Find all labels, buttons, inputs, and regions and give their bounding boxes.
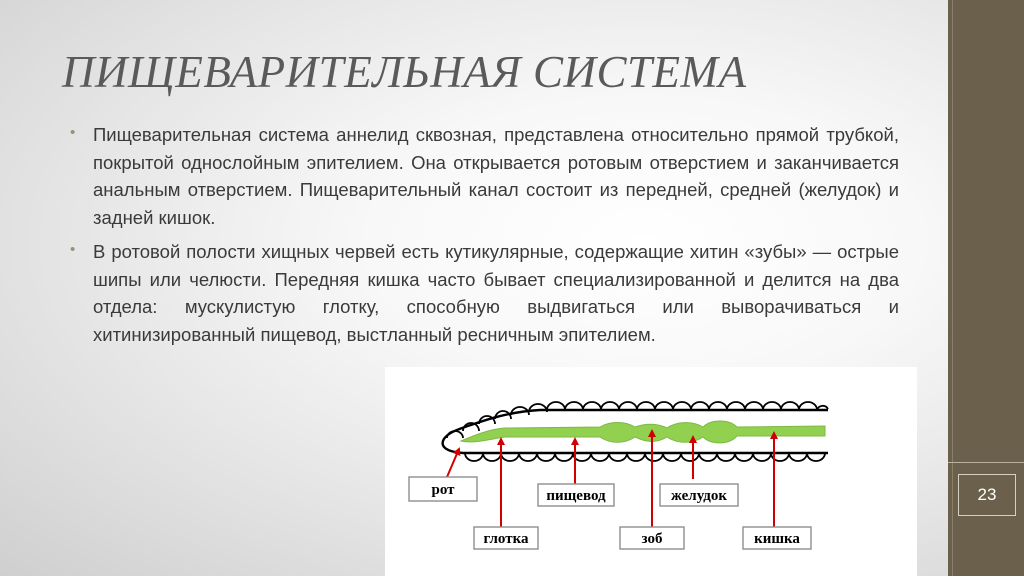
bullet-dot-icon: • [70,124,76,141]
page-number: 23 [958,474,1016,516]
worm-body [441,401,829,462]
label-boxes [408,476,812,550]
sidebar-separator [948,462,1024,463]
worm-digestive-diagram: рот пищевод желудок глотка зоб кишка [385,367,917,576]
digestive-tract [459,420,826,444]
slide-title: ПИЩЕВАРИТЕЛЬНАЯ СИСТЕМА [62,47,747,97]
label-mouth: рот [431,482,455,498]
label-stomach: желудок [671,488,727,504]
label-intestine: кишка [754,531,800,547]
bullet-text-1: Пищеварительная система аннелид сквозная… [93,124,899,228]
label-arrows [446,429,778,527]
worm-diagram-svg: рот пищевод желудок глотка зоб кишка [408,401,829,550]
sidebar-divider [952,0,953,576]
label-esophagus: пищевод [546,488,606,504]
sidebar-panel [948,0,1024,576]
label-crop: зоб [642,531,663,547]
bullet-text-2: В ротовой полости хищных червей есть кут… [93,241,899,345]
bullet-dot-icon: • [70,241,76,258]
label-pharynx: глотка [483,531,529,547]
